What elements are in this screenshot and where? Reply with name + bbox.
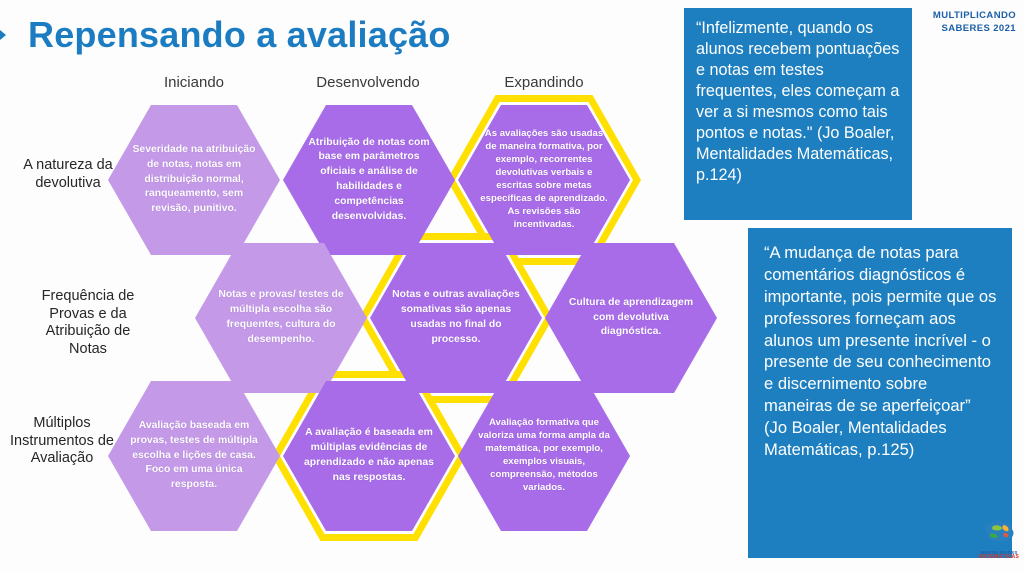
quote-box-2: “A mudança de notas para comentários dia… xyxy=(748,228,1012,558)
column-header-desenvolvendo: Desenvolvendo xyxy=(316,74,420,91)
quote-box-1: “Infelizmente, quando os alunos recebem … xyxy=(684,8,912,220)
column-header-iniciando: Iniciando xyxy=(163,74,225,91)
row-label-line: Instrumentos de xyxy=(10,432,114,449)
row-label-line: A natureza da xyxy=(23,157,113,173)
page-title: Repensando a avaliação xyxy=(28,14,451,55)
row-label-line: Múltiplos xyxy=(33,415,91,431)
hex-cell-text: Notas e outras avaliações somativas são … xyxy=(392,289,520,345)
hex-cell-r2c2[interactable]: Avaliação formativa que valoriza uma for… xyxy=(458,381,630,531)
brand-label: MULTIPLICANDO SABERES 2021 xyxy=(933,10,1016,36)
row-label-line: devolutiva xyxy=(35,174,101,191)
hex-cell-text: A avaliação é baseada em múltiplas evidê… xyxy=(304,427,434,483)
logo-caption-line-1: MENTALIDADES xyxy=(980,550,1018,555)
row-label-line: Avaliação xyxy=(30,450,94,467)
column-header-expandindo: Expandindo xyxy=(504,74,584,91)
logo-caption: MENTALIDADES MATEMÁTICAS xyxy=(978,550,1020,561)
brand-line-1: MULTIPLICANDO xyxy=(932,10,1016,21)
brain-logo-icon xyxy=(985,520,1014,542)
hex-cell-text: Atribuição de notas com base em parâmetr… xyxy=(308,136,430,222)
hex-cell-text: Avaliação baseada em provas, testes de m… xyxy=(130,420,258,491)
hex-cell-text: Cultura de aprendizagem com devolutiva d… xyxy=(568,296,694,338)
hex-cell-text: Notas e provas/ testes de múltipla escol… xyxy=(218,289,344,345)
hex-cell-r0c0[interactable]: Severidade na atribuição de notas, notas… xyxy=(108,105,280,255)
row-label-line: Provas e da xyxy=(49,305,127,322)
row-label-line: Frequência de xyxy=(41,288,135,304)
hex-cell-r0c1[interactable]: Atribuição de notas com base em parâmetr… xyxy=(283,105,455,255)
hex-cell-r2c0[interactable]: Avaliação baseada em provas, testes de m… xyxy=(108,381,280,531)
hex-cell-text: Severidade na atribuição de notas, notas… xyxy=(132,144,256,215)
row-label-frequencia-provas: Frequência de Provas e da Atribuição de … xyxy=(18,288,158,359)
hexagon-matrix: Severidade na atribuição de notas, notas… xyxy=(108,95,717,541)
row-label-multiplos-instrumentos: Múltiplos Instrumentos de Avaliação xyxy=(0,415,132,468)
logo-caption-line-2: MATEMÁTICAS xyxy=(978,554,1020,561)
quote-text: “A mudança de notas para comentários dia… xyxy=(764,243,997,460)
row-label-line: Atribuição de xyxy=(45,323,131,340)
hex-cell-text: As avaliações são usadas de maneira form… xyxy=(480,128,608,230)
hex-cell-r1c2[interactable]: Cultura de aprendizagem com devolutiva d… xyxy=(545,243,717,393)
chevron-right-icon xyxy=(0,30,6,40)
brand-line-2: SABERES 2021 xyxy=(941,22,1016,34)
hex-cell-text: Avaliação formativa que valoriza uma for… xyxy=(478,417,610,493)
row-label-natureza-devolutiva: A natureza da devolutiva xyxy=(0,157,138,192)
quote-text: “Infelizmente, quando os alunos recebem … xyxy=(696,19,900,185)
hex-cell-r1c0[interactable]: Notas e provas/ testes de múltipla escol… xyxy=(195,243,367,393)
footer-logo: MENTALIDADES MATEMÁTICAS xyxy=(978,518,1020,566)
row-label-line: Notas xyxy=(69,341,107,358)
